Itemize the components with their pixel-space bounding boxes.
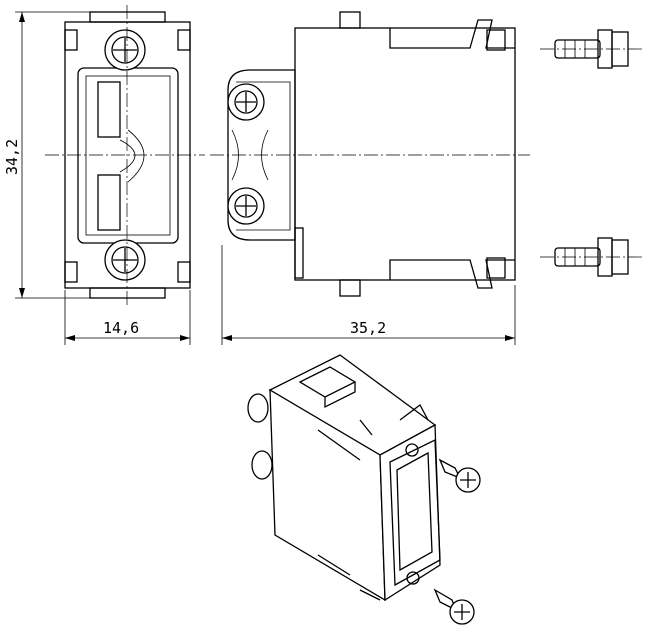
dimension-front-width [64, 290, 191, 345]
side-view [210, 11, 530, 297]
isometric-view [247, 354, 481, 625]
dimension-height-label: 34,2 [3, 139, 21, 175]
dimension-side-length-label: 35,2 [350, 319, 386, 337]
dimension-side-length [221, 245, 516, 345]
dimension-front-width-label: 14,6 [103, 319, 139, 337]
dimension-height [15, 11, 90, 299]
screw-bottom [540, 237, 645, 277]
front-view [45, 5, 205, 305]
screw-top [540, 29, 645, 69]
